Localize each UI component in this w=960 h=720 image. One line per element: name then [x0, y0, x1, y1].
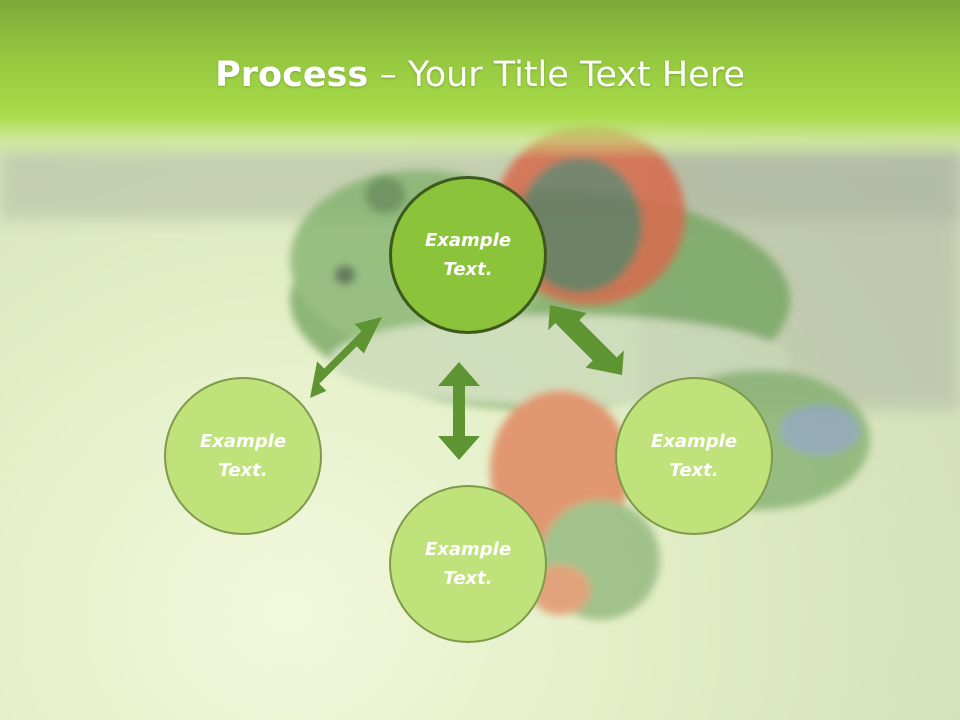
arrow-center-left [310, 317, 382, 398]
node-bottom-label: Example Text. [424, 539, 512, 589]
arrow-center-right [548, 305, 624, 375]
node-left-label: Example Text. [199, 431, 287, 481]
slide-title: Process – Your Title Text Here [0, 52, 960, 98]
process-node-right[interactable]: Example Text. [615, 377, 773, 535]
arrow-center-bottom [438, 362, 480, 460]
process-node-bottom[interactable]: Example Text. [389, 485, 547, 643]
title-bar [0, 0, 960, 160]
title-bold-text: Process [215, 55, 369, 95]
process-node-left[interactable]: Example Text. [164, 377, 322, 535]
node-center-label: Example Text. [424, 230, 512, 280]
process-node-center[interactable]: Example Text. [389, 176, 547, 334]
node-right-label: Example Text. [650, 431, 738, 481]
title-rest-text: – Your Title Text Here [368, 55, 745, 95]
